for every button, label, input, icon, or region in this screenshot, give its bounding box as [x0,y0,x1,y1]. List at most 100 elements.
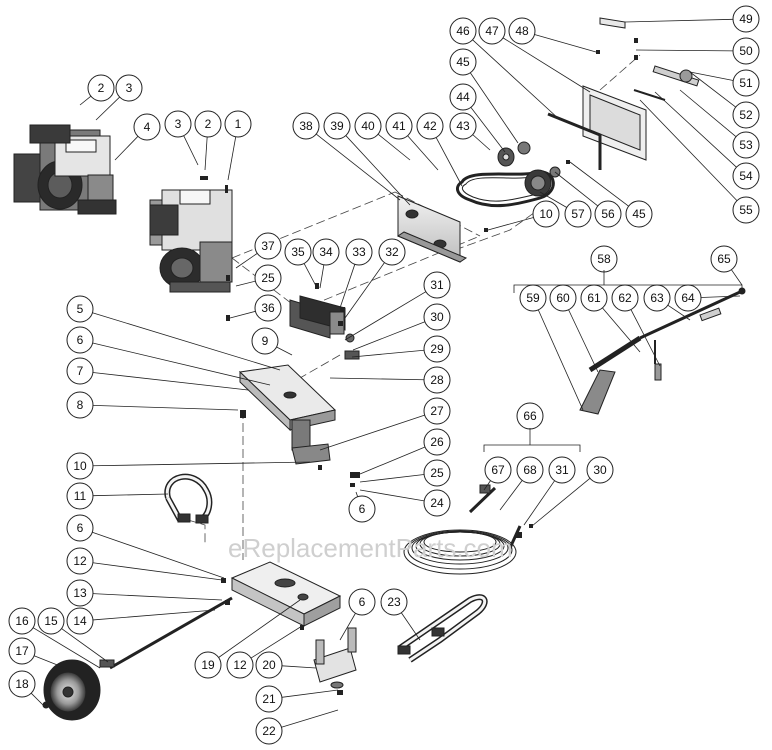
leader-line-c28 [487,217,534,231]
leader-line-c61 [250,625,303,659]
callout-bubble: 52 [732,101,760,129]
callout-circle [66,607,94,635]
callout-bubble: 66 [516,402,544,430]
leader-line-c55 [92,609,216,621]
leader-line-c66 [401,612,421,641]
callout-label: 25 [261,271,275,285]
callout-label: 26 [430,435,444,449]
callout-label: 6 [359,502,366,516]
callout-label: 50 [739,44,753,58]
callout-bubble: 33 [345,238,373,266]
leader-line-c77 [499,480,523,511]
callout-circle [732,131,760,159]
callout-bubble: 4 [133,113,161,141]
callout-label: 52 [739,108,753,122]
leader-line-c58 [33,655,71,671]
leader-line-c64 [281,709,339,728]
callout-bubble: 44 [449,83,477,111]
leader-line-c48 [359,489,425,502]
callout-label: 28 [430,373,444,387]
callout-circle [586,456,614,484]
callout-bubble: 34 [312,238,340,266]
callout-label: 10 [539,207,553,221]
callout-bubble: 25 [254,264,282,292]
callout-bubble: 48 [508,17,536,45]
callout-circle [732,196,760,224]
callout-label: 6 [359,595,366,609]
callout-label: 49 [739,12,753,26]
callout-bubble: 13 [66,579,94,607]
callout-circle [66,579,94,607]
callout-bubble: 54 [732,162,760,190]
callout-bubble: 6 [348,495,376,523]
leader-line-c30 [235,280,256,287]
callout-bubble: 47 [478,17,506,45]
leader-line-c22 [679,89,737,137]
callout-label: 35 [291,245,305,259]
callout-bubble: 24 [423,489,451,517]
callout-label: 42 [423,119,437,133]
callout-circle [564,200,592,228]
engine-assembly-left [13,124,117,215]
callout-bubble: 56 [594,200,622,228]
callout-label: 29 [430,342,444,356]
callout-bubble: 11 [66,482,94,510]
callout-bubble: 53 [732,131,760,159]
callout-bubble: 36 [254,294,282,322]
callout-bubble: 9 [251,327,279,355]
callout-label: 61 [587,291,601,305]
leader-line-c52 [92,531,225,579]
callout-bubble: 26 [423,428,451,456]
leader-line-c35 [344,262,385,319]
callout-circle [423,303,451,331]
leader-line-c34 [339,264,356,309]
callout-circle [516,456,544,484]
callout-label: 34 [319,245,333,259]
leader-line-c71 [602,307,641,353]
callout-bubble: 58 [590,245,618,273]
leader-line-c45 [319,414,425,451]
leader-line-c32 [303,263,317,287]
callout-label: 21 [262,692,276,706]
pump [289,295,360,360]
leader-line-c68 [731,269,743,286]
callout-circle [8,607,36,635]
callout-bubble: 51 [732,69,760,97]
leader-line-c49 [355,491,359,497]
callout-label: 58 [597,252,611,266]
callout-bubble: 42 [416,112,444,140]
watermark-text: eReplacementParts.com [228,533,513,563]
callout-label: 9 [262,334,269,348]
callout-circle [449,17,477,45]
callout-label: 67 [491,463,505,477]
callout-circle [66,547,94,575]
callout-label: 45 [456,55,470,69]
callout-circle [732,69,760,97]
leader-line-c39 [329,377,425,381]
leader-line-c9 [377,133,411,161]
leader-line-c31 [229,310,256,319]
callout-bubble: 40 [354,112,382,140]
callout-label: 51 [739,76,753,90]
callout-bubble: 38 [292,112,320,140]
callout-circle [732,5,760,33]
callout-bubble: 12 [66,547,94,575]
callout-bubble: 64 [674,284,702,312]
callout-circle [732,101,760,129]
callout-circle [380,588,408,616]
callout-bubble: 15 [37,607,65,635]
callout-circle [37,607,65,635]
callout-bubble: 29 [423,335,451,363]
callout-label: 7 [77,364,84,378]
callout-bubble: 22 [255,717,283,745]
callout-circle [508,17,536,45]
callout-bubble: 28 [423,366,451,394]
callout-circle [594,200,622,228]
leader-line-c38 [351,349,425,358]
leader-line-c19 [635,49,734,52]
callout-label: 10 [73,459,87,473]
callout-bubble: 60 [549,284,577,312]
callout-bubble: 3 [164,110,192,138]
